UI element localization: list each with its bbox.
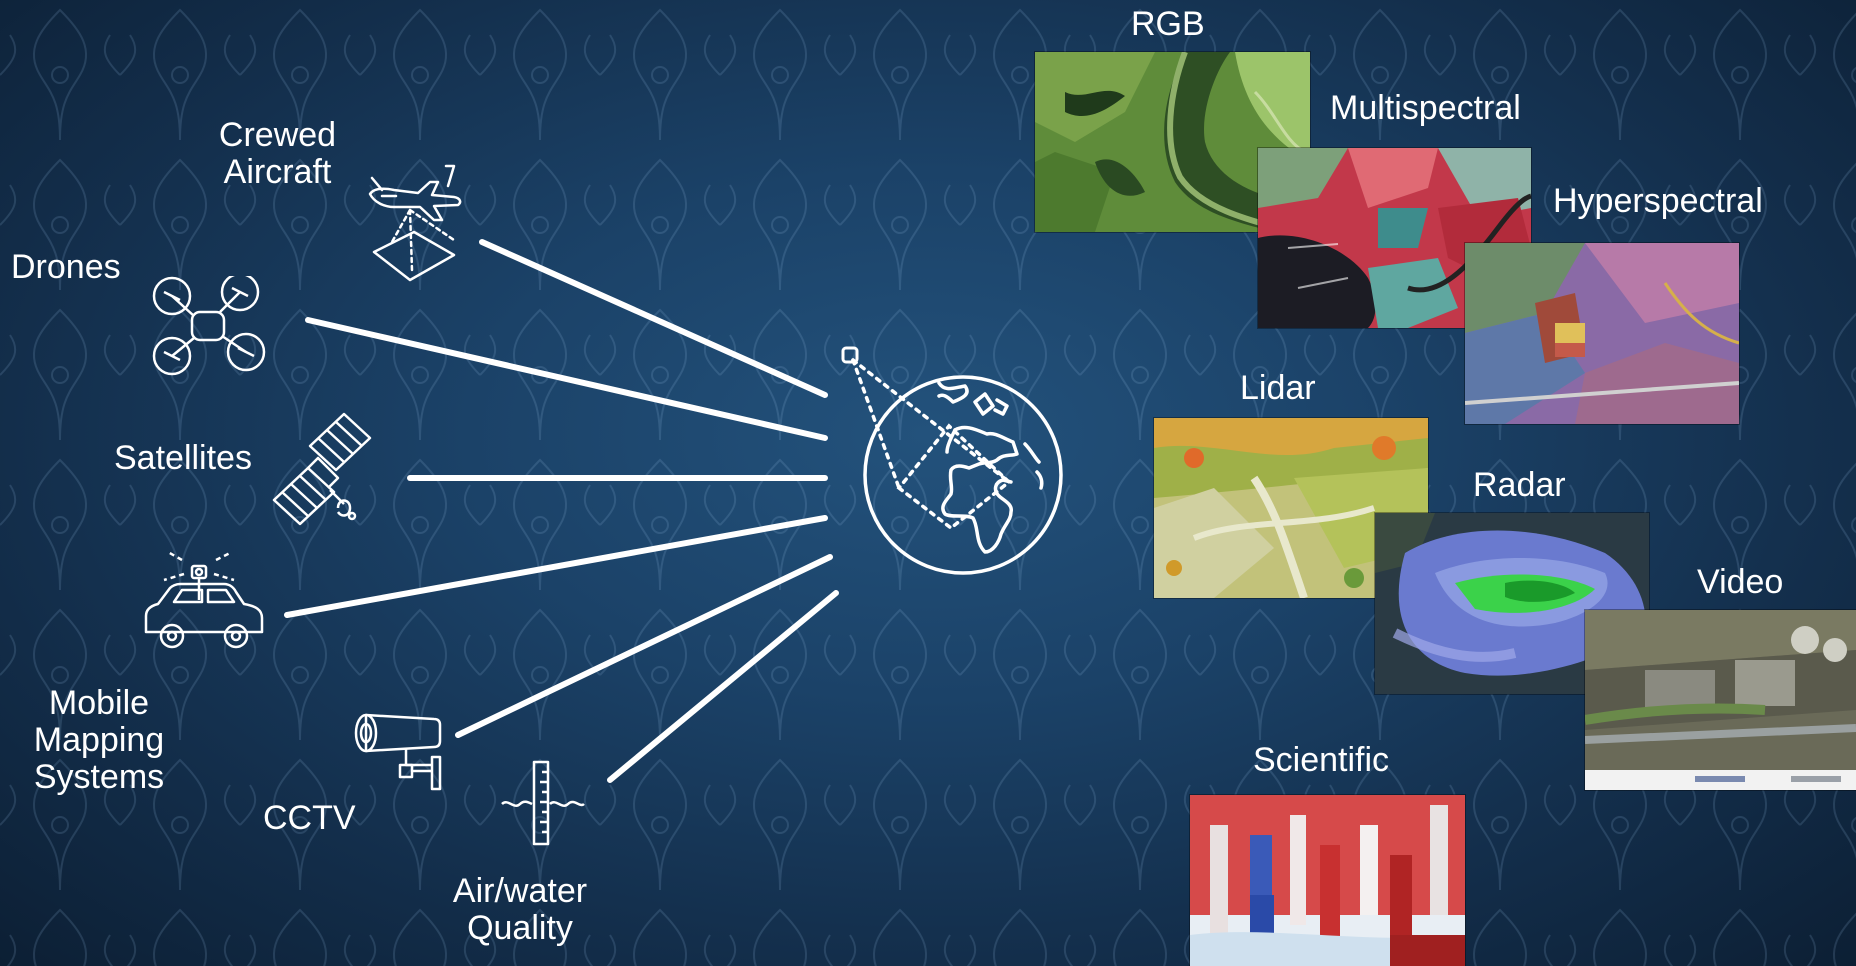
crewed-aircraft-label: Crewed Aircraft [200,117,355,191]
crewed-aircraft-label-line2: Aircraft [223,153,332,191]
security-camera-icon [354,713,442,791]
air-water-label-line1: Air/water [452,872,588,910]
satellite-icon [272,412,372,526]
drone-line [305,317,828,441]
radar-label: Radar [1473,466,1566,504]
crewed-aircraft-label-line1: Crewed [218,116,337,154]
air-water-line [607,590,839,783]
quadcopter-icon [152,276,266,376]
video-label: Video [1697,563,1784,601]
car-with-sensor-icon [144,550,264,649]
air-water-label-line2: Quality [467,909,573,947]
airplane-with-sensor-footprint-icon [368,164,462,282]
air-water-quality-label: Air/water Quality [430,873,610,947]
water-gauge-icon [501,760,585,846]
mobile-mapping-label-line2: Mapping [33,721,165,759]
cctv-label: CCTV [263,799,356,837]
aircraft-line [479,239,828,398]
globe-with-sensor-cone-icon [841,346,1063,575]
mobile-mapping-label-line1: Mobile [48,684,150,722]
hyperspectral-image-thumbnail [1465,243,1739,424]
mobile-mapping-label-line3: Systems [33,758,165,796]
hyperspectral-label: Hyperspectral [1553,182,1763,220]
multispectral-label: Multispectral [1330,89,1521,127]
video-image-thumbnail [1585,610,1856,790]
lidar-label: Lidar [1240,369,1316,407]
rgb-label: RGB [1131,5,1205,43]
scientific-label: Scientific [1253,741,1390,779]
cctv-line [455,554,833,738]
scientific-image-thumbnail [1190,795,1465,966]
drones-label: Drones [11,248,121,286]
mobile-mapping-line [284,515,828,618]
mobile-mapping-label: Mobile Mapping Systems [14,685,184,796]
satellites-label: Satellites [114,439,252,477]
